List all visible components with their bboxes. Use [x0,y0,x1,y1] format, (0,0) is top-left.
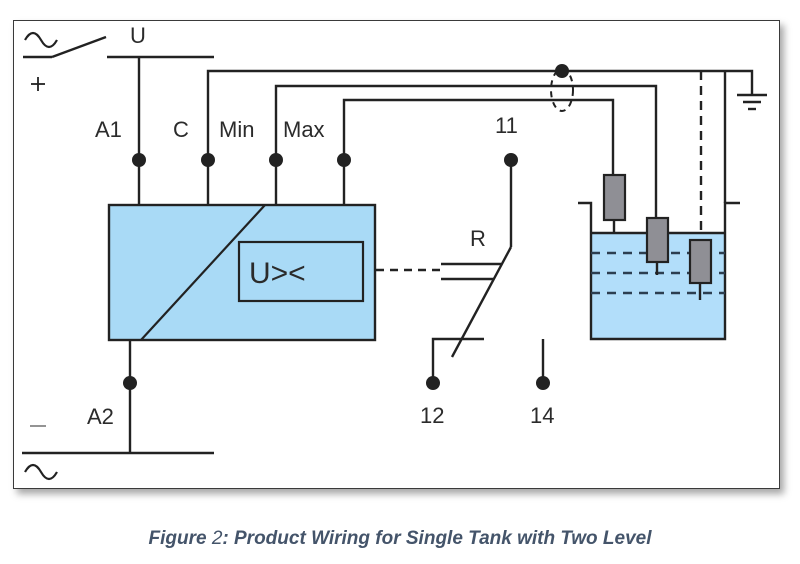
caption-number: 2 [211,528,223,549]
shield-junction-dot [555,64,569,78]
ac-symbol-top [24,31,58,49]
terminal-max-dot [337,153,351,167]
terminal-a1-label: A1 [95,117,122,142]
supply-switch [51,35,107,59]
voltage-label: U [130,23,146,48]
wire-12 [431,337,484,383]
tank-walls [578,201,740,341]
terminal-a2-label: A2 [87,404,114,429]
ac-symbol-bottom [24,463,58,481]
wire-max [342,98,615,205]
terminal-11-label: 11 [495,113,518,138]
terminal-min-dot [269,153,283,167]
relay-label: R [470,226,486,251]
terminal-14-label: 14 [530,403,554,428]
caption-text: : Product Wiring for Single Tank with Tw… [222,528,652,549]
terminal-12-label: 12 [420,403,444,428]
terminal-max-label: Max [283,117,325,142]
wire-min [274,84,658,218]
electrode-max [602,173,627,222]
terminal-11-dot [504,153,518,167]
caption-prefix: Figure [148,528,212,549]
electrode-reference [688,238,713,285]
comparator-box [237,240,365,303]
cable-shield-ellipse [550,68,574,112]
terminal-a1-dot [132,153,146,167]
terminal-a2-dot [123,376,137,390]
wire-c [206,69,754,205]
figure-caption: Figure 2: Product Wiring for Single Tank… [0,528,800,550]
terminal-14-dot [536,376,550,390]
terminal-c-dot [201,153,215,167]
comparator-symbol: U>< [249,257,306,290]
terminal-c-label: C [173,117,189,142]
terminal-12-dot [426,376,440,390]
module-diagonal [140,204,266,341]
electrode-min [645,216,670,264]
terminal-min-label: Min [219,117,254,142]
